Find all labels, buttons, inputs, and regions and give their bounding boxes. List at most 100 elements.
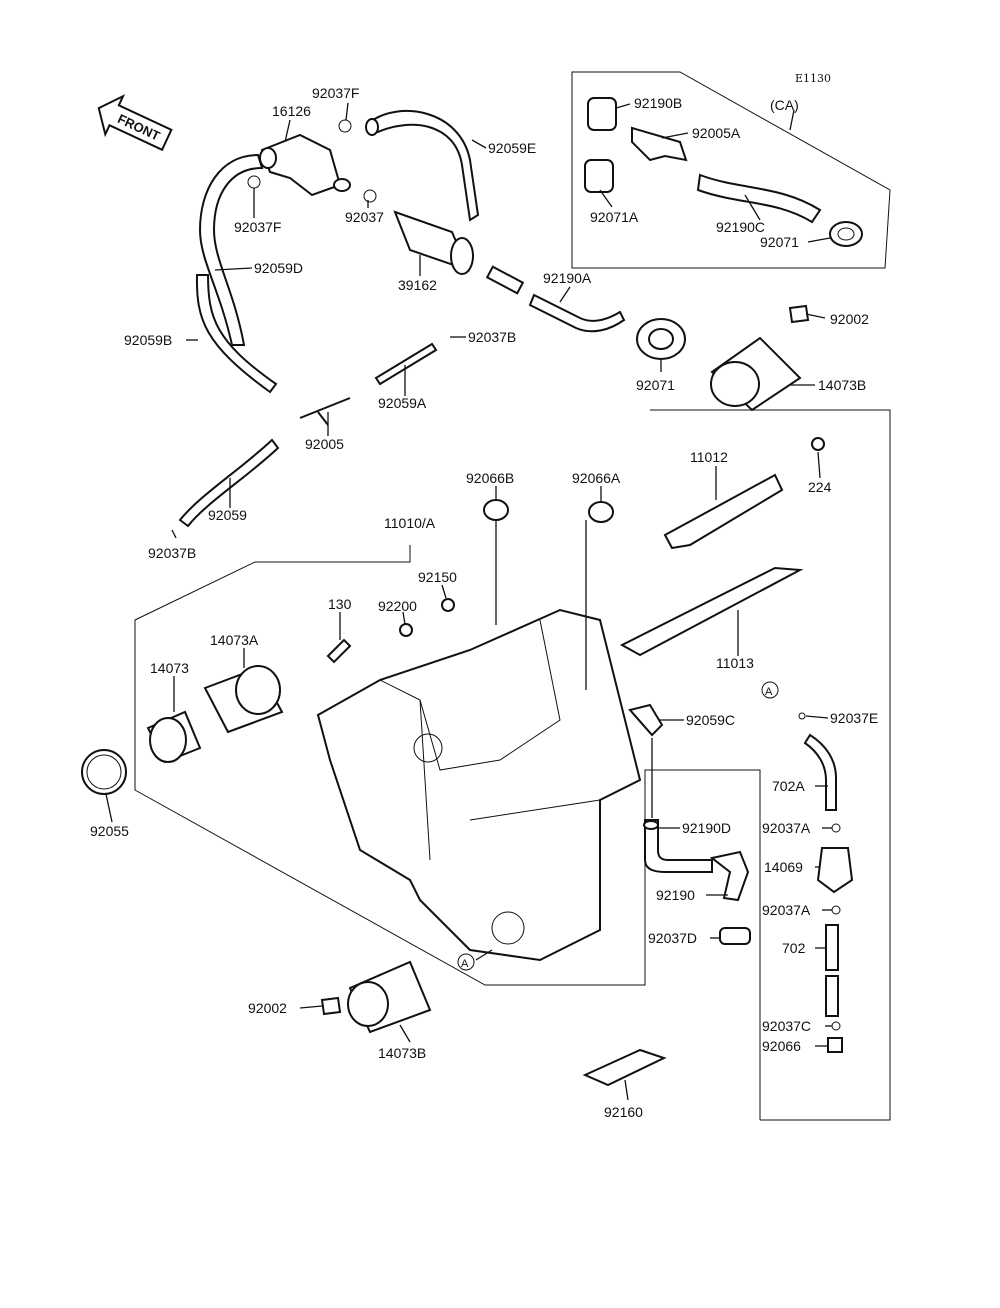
label-92037A-1: 92037A — [762, 820, 811, 836]
hose-92190B — [587, 97, 617, 131]
label-92200: 92200 — [378, 598, 417, 614]
screw-130 — [326, 638, 352, 664]
clamp-92037D — [719, 927, 751, 945]
label-callout-A-1: A — [765, 686, 773, 698]
label-92190C: 92190C — [716, 219, 765, 235]
label-11010A: 11010/A — [384, 515, 436, 531]
label-14073A: 14073A — [210, 632, 259, 648]
filter-11013 — [619, 566, 804, 657]
label-92190A: 92190A — [543, 270, 592, 286]
ca-label: (CA) — [770, 97, 799, 113]
fitting-92066 — [827, 1037, 843, 1053]
hose-702A — [803, 733, 837, 811]
washer-92200 — [399, 623, 413, 637]
grommet-92071 — [636, 318, 686, 360]
clip-92037F-top — [338, 119, 352, 133]
filter-14069 — [816, 847, 854, 894]
callout-A-2 — [457, 953, 475, 971]
bolt-92150 — [441, 598, 455, 612]
leader-lines — [105, 102, 832, 1101]
hose-92059A — [374, 342, 438, 386]
hose-702-lower — [825, 975, 839, 1017]
pad-92160 — [582, 1048, 667, 1087]
label-39162: 39162 — [398, 277, 437, 293]
label-92190B: 92190B — [634, 95, 682, 111]
label-92059B: 92059B — [124, 332, 172, 348]
clip-92037 — [363, 189, 377, 203]
ca-group-outline — [571, 71, 891, 269]
grommet-92071-ca — [829, 221, 863, 247]
duct-14073B-low — [347, 960, 432, 1034]
clip-92037E — [798, 712, 806, 720]
bolt-224 — [811, 437, 825, 451]
grommet-92066B — [483, 499, 509, 521]
label-92037C: 92037C — [762, 1018, 811, 1034]
callout-A-1 — [761, 681, 779, 699]
label-92005: 92005 — [305, 436, 344, 452]
label-92037: 92037 — [345, 209, 384, 225]
label-92066A: 92066A — [572, 470, 621, 486]
separator-39162 — [393, 210, 474, 275]
label-92055: 92055 — [90, 823, 129, 839]
hose-702 — [825, 924, 839, 971]
airbox-11010A — [316, 608, 642, 962]
label-92059D: 92059D — [254, 260, 303, 276]
label-92037F-top: 92037F — [312, 85, 359, 101]
duct-14073 — [146, 710, 202, 764]
label-702A: 702A — [772, 778, 805, 794]
hose-92059D — [198, 153, 264, 346]
label-92066B: 92066B — [466, 470, 514, 486]
label-224: 224 — [808, 479, 832, 495]
label-92071A: 92071A — [590, 209, 639, 225]
airbox-group-outline — [134, 545, 761, 1120]
label-92037A-2: 92037A — [762, 902, 811, 918]
holder-11012 — [663, 473, 784, 550]
label-92160: 92160 — [604, 1104, 643, 1120]
valve-16126 — [259, 133, 351, 197]
label-92059A: 92059A — [378, 395, 427, 411]
front-arrow: FRONT — [97, 94, 173, 152]
hose-92059B — [195, 274, 278, 394]
label-92071: 92071 — [636, 377, 675, 393]
clip-92037A-2 — [831, 905, 841, 915]
fitting-92071A — [584, 159, 614, 193]
label-92002-low: 92002 — [248, 1000, 287, 1016]
label-92037F-low: 92037F — [234, 219, 281, 235]
hose-92190 — [709, 850, 750, 902]
label-92037D: 92037D — [648, 930, 697, 946]
elbow-92059C — [628, 703, 664, 737]
clip-92037F-low — [247, 175, 261, 189]
label-92071-ca: 92071 — [760, 234, 799, 250]
label-14069: 14069 — [764, 859, 803, 875]
clip-92037A-1 — [831, 823, 841, 833]
tee-92005A — [631, 126, 688, 162]
hose-92190A — [528, 293, 626, 333]
label-callout-A-2: A — [461, 958, 469, 970]
label-11013: 11013 — [716, 655, 754, 671]
diagram-code: E1130 — [795, 72, 831, 85]
hose-92190D — [644, 819, 713, 873]
label-92037B-low: 92037B — [148, 545, 196, 561]
duct-14073B-top — [710, 336, 802, 412]
label-130: 130 — [328, 596, 352, 612]
label-92059C: 92059C — [686, 712, 735, 728]
filter-group-outline — [650, 409, 891, 1121]
ring-92055 — [81, 749, 127, 795]
label-11012: 11012 — [690, 449, 728, 465]
label-92005A: 92005A — [692, 125, 741, 141]
label-92150: 92150 — [418, 569, 457, 585]
hose-92059 — [178, 438, 280, 528]
bolt-92002-low — [320, 996, 342, 1016]
bolt-92002-top — [788, 304, 810, 324]
hose-92059E — [368, 110, 480, 222]
label-92037B-mid: 92037B — [468, 329, 516, 345]
label-92059: 92059 — [208, 507, 247, 523]
label-14073B-top: 14073B — [818, 377, 866, 393]
label-92037E: 92037E — [830, 710, 878, 726]
label-92190D: 92190D — [682, 820, 731, 836]
label-16126: 16126 — [272, 103, 311, 119]
label-14073B-low: 14073B — [378, 1045, 426, 1061]
clip-92037C — [831, 1021, 841, 1031]
grommet-92066A — [588, 501, 614, 523]
